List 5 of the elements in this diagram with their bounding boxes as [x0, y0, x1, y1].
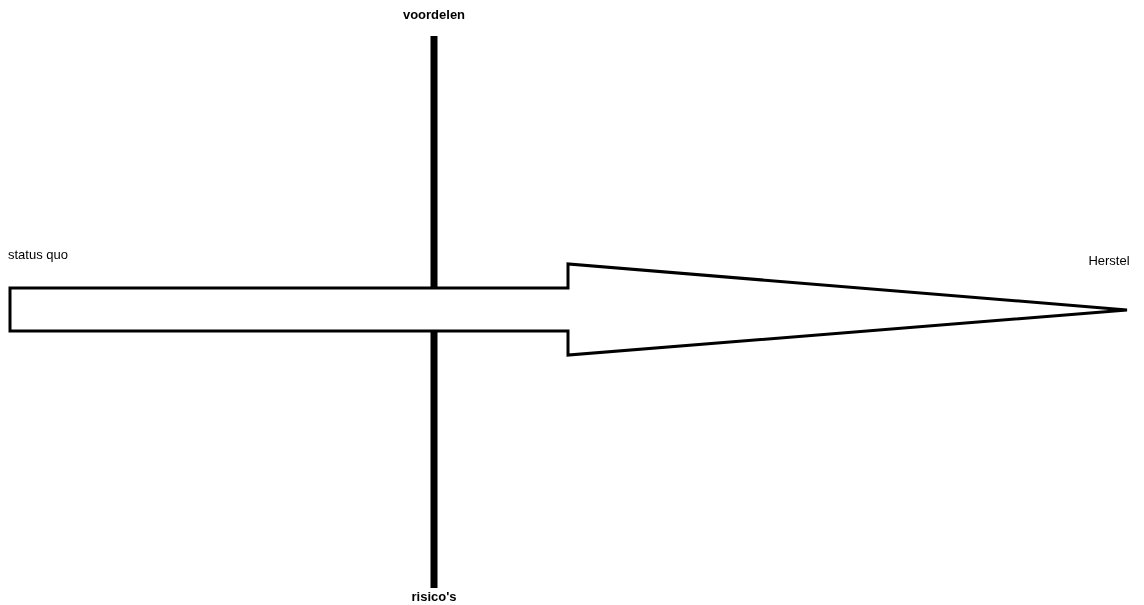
node-label: voordelen: [384, 6, 484, 28]
node-label: Herstel: [1076, 252, 1142, 272]
block-arrow: [8, 262, 1129, 357]
node-label: risico's: [384, 588, 484, 605]
node-label: status quo: [8, 246, 108, 266]
